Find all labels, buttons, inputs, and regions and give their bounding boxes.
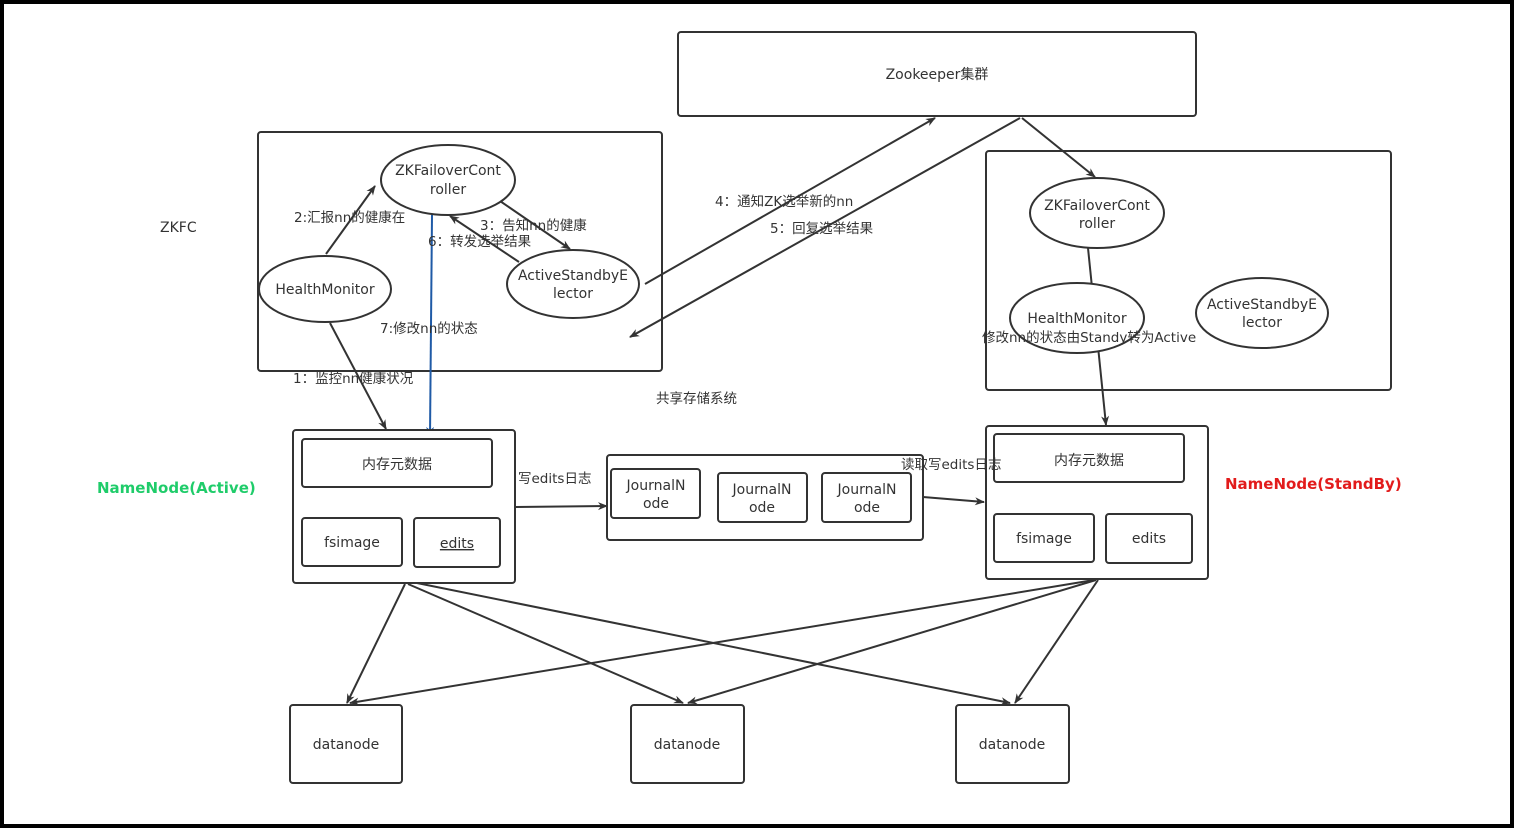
svg-text:datanode: datanode	[313, 737, 379, 753]
active-memory-label: 内存元数据	[362, 457, 432, 473]
standby-memory-metadata	[993, 433, 1185, 483]
left-health-monitor-label: HealthMonitor	[275, 282, 374, 298]
right-controller-line-1: ZKFailoverCont	[1044, 198, 1150, 214]
right-controller-line-2: roller	[1079, 216, 1115, 232]
edge-health-to-active-namenode	[329, 322, 387, 430]
datanode-1: datanode	[289, 704, 403, 784]
shared-storage-journal: JournalN ode JournalN ode JournalN ode	[606, 454, 924, 541]
edge-standby-to-datanode-2	[687, 579, 1097, 705]
edge-controller-to-active-namenode	[426, 214, 435, 437]
edge-labels: 2:汇报nn的健康在 3：告知nn的健康 6：转发选举结果 4：通知ZK选举新的…	[293, 193, 1196, 487]
edge-controller-to-elector	[499, 200, 571, 250]
svg-text:JournalN: JournalN	[626, 478, 686, 494]
left-active-standby-elector: ActiveStandbyE lector	[506, 249, 640, 319]
svg-text:ode: ode	[854, 500, 880, 516]
step7-label: 7:修改nn的状态	[380, 321, 478, 337]
edge-active-to-datanode-1	[346, 583, 406, 704]
datanode-3: datanode	[955, 704, 1070, 784]
step6-label: 6：转发选举结果	[428, 234, 532, 250]
right-elector-line-1: ActiveStandbyE	[1207, 297, 1317, 313]
right-zkfc-container	[985, 150, 1392, 391]
left-elector-line-1: ActiveStandbyE	[518, 268, 628, 284]
right-health-monitor-label: HealthMonitor	[1027, 311, 1126, 327]
active-namenode: 内存元数据 fsimage edits	[292, 429, 516, 584]
standby-fsimage-label: fsimage	[1016, 531, 1072, 547]
standby-edits	[1105, 513, 1193, 564]
active-edits	[413, 517, 501, 568]
standby-memory-label: 内存元数据	[1054, 453, 1124, 469]
edge-active-to-journal	[515, 502, 608, 511]
shared-storage-label: 共享存储系统	[656, 390, 737, 407]
left-zkfc-controller: ZKFailoverCont roller	[380, 144, 516, 216]
right-elector-line-2: lector	[1242, 315, 1282, 331]
active-memory-metadata	[301, 438, 493, 488]
step4-label: 4：通知ZK选举新的nn	[715, 193, 853, 210]
step2-label: 2:汇报nn的健康在	[294, 209, 405, 226]
svg-text:datanode: datanode	[654, 737, 720, 753]
left-controller-line-2: roller	[430, 182, 466, 198]
active-fsimage-label: fsimage	[324, 535, 380, 551]
standby-namenode: 内存元数据 fsimage edits	[985, 425, 1209, 580]
edge-journal-to-standby	[922, 496, 985, 506]
edge-zookeeper-to-left-zkfc	[629, 117, 1021, 338]
edge-elector-to-controller	[449, 215, 520, 263]
edge-standby-to-datanode-1	[349, 579, 1095, 706]
step1-label: 1：监控nn健康状况	[293, 370, 414, 387]
left-elector-line-2: lector	[553, 286, 593, 302]
edge-active-to-datanode-2	[407, 583, 684, 704]
standby-edits-label: edits	[1132, 531, 1166, 547]
svg-text:JournalN: JournalN	[837, 482, 897, 498]
right-zkfc-controller: ZKFailoverCont roller	[1029, 177, 1165, 249]
datanode-2: datanode	[630, 704, 745, 784]
journal-node-3: JournalN ode	[821, 472, 912, 523]
svg-text:ode: ode	[643, 496, 669, 512]
left-health-monitor: HealthMonitor	[258, 255, 392, 323]
zookeeper-label: Zookeeper集群	[886, 66, 989, 83]
right-health-monitor: HealthMonitor	[1009, 282, 1145, 354]
active-edits-label: edits	[440, 536, 474, 552]
journal-node-1: JournalN ode	[610, 468, 701, 519]
active-fsimage	[301, 517, 403, 567]
svg-text:datanode: datanode	[979, 737, 1045, 753]
svg-text:JournalN: JournalN	[732, 482, 792, 498]
edge-zookeeper-to-right-controller	[1021, 117, 1096, 178]
edge-elector-to-zookeeper	[644, 117, 936, 285]
write-edits-label: 写edits日志	[518, 471, 591, 487]
svg-text:ode: ode	[749, 500, 775, 516]
right-active-standby-elector: ActiveStandbyE lector	[1195, 277, 1329, 349]
step5-label: 5：回复选举结果	[770, 220, 874, 237]
namenode-standby-label: NameNode(StandBy)	[1225, 475, 1402, 493]
edge-standby-to-datanode-3	[1014, 579, 1099, 704]
left-controller-line-1: ZKFailoverCont	[395, 163, 501, 179]
edge-health-to-controller	[325, 185, 376, 255]
read-edits-label: 读取写edits日志	[901, 457, 1001, 473]
step3-label: 3：告知nn的健康	[480, 217, 587, 234]
state-change-label: 修改nn的状态由Standy转为Active	[982, 330, 1196, 346]
edges	[325, 117, 1110, 706]
zkfc-label: ZKFC	[160, 220, 197, 236]
standby-fsimage	[993, 513, 1095, 563]
journal-node-2: JournalN ode	[717, 472, 808, 523]
zookeeper-cluster: Zookeeper集群	[677, 31, 1197, 117]
namenode-active-label: NameNode(Active)	[97, 479, 256, 497]
